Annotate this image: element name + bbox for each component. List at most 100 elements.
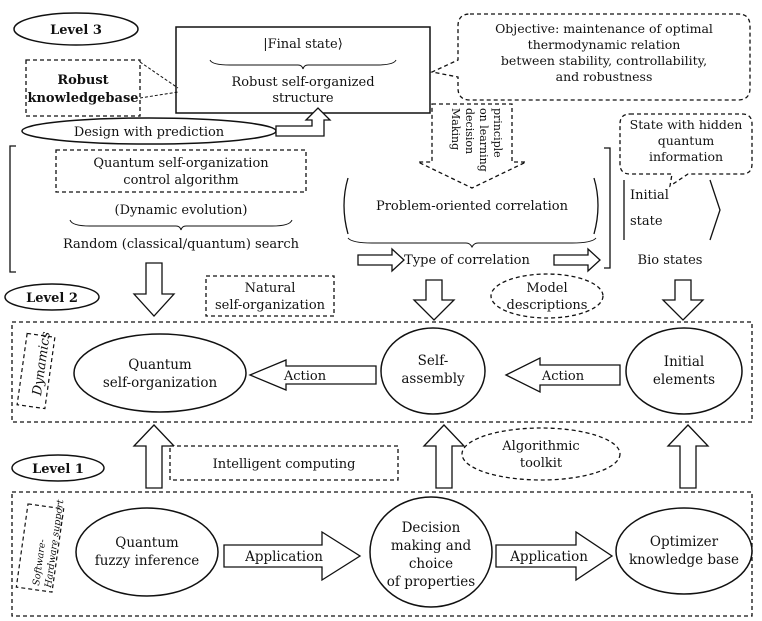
- intelligent-computing-label: Intelligent computing: [213, 457, 356, 472]
- model-line2: descriptions: [507, 298, 588, 313]
- natural-rect: [205, 275, 335, 317]
- problem-correlation-group: Problem-oriented correlation: [343, 177, 599, 249]
- algorithmic-toolkit: Algorithmic toolkit: [461, 427, 621, 481]
- dynamics-label-box: Dynamics: [16, 330, 56, 410]
- down-arrow-middle: [412, 279, 456, 321]
- natural-line1: Natural: [245, 281, 296, 296]
- model-line1: Model: [526, 281, 567, 296]
- self-assembly-ellipse: [380, 327, 486, 415]
- level1-ellipse: [11, 454, 105, 482]
- initial-elements-node: Initial elements: [625, 327, 743, 415]
- application-left-label: Application: [244, 549, 323, 565]
- model-ellipse: [490, 273, 604, 319]
- initial-line1: Initial: [630, 188, 669, 203]
- making-line4: principle: [491, 108, 504, 158]
- hidden-state-callout: State with hidden quantum information: [619, 113, 753, 188]
- application-arrow-left: [223, 530, 362, 582]
- problem-paren-left: [343, 177, 349, 235]
- making-line2: decision: [463, 108, 476, 154]
- problem-brace: [347, 237, 597, 249]
- level1-label: Level 1: [32, 462, 84, 477]
- dynamic-evolution-brace: [69, 219, 293, 231]
- final-state-brace: [209, 59, 397, 70]
- init-line2: elements: [653, 372, 715, 388]
- optimizer-ellipse: [615, 507, 753, 595]
- initial-elements-ellipse: [625, 327, 743, 415]
- initial-line2: state: [630, 214, 663, 229]
- qsca-rect: [55, 149, 307, 193]
- application-arrow-right: [495, 530, 614, 582]
- objective-line4: and robustness: [556, 69, 653, 84]
- self-line1: Self-: [418, 353, 449, 369]
- objective-shape: [429, 13, 751, 101]
- intelligent-computing-box: Intelligent computing: [169, 445, 399, 481]
- quantum-fuzzy-inference-node: Quantum fuzzy inference: [75, 507, 219, 597]
- design-up-arrow: [275, 107, 332, 137]
- design-with-prediction: Design with prediction: [21, 117, 277, 145]
- application-right-label: Application: [509, 549, 588, 565]
- action-arrow-left: [248, 359, 377, 391]
- making-decision-arrow: Making decision on learning principle: [417, 103, 527, 189]
- toolkit-ellipse: [461, 427, 621, 481]
- action-right-label: Action: [541, 369, 585, 384]
- random-search-label: Random (classical/quantum) search: [63, 237, 300, 252]
- model-descriptions: Model descriptions: [490, 273, 604, 319]
- dm-line1: Decision: [402, 520, 461, 536]
- objective-callout: Objective: maintenance of optimal thermo…: [429, 13, 751, 101]
- robust-line1: Robust: [57, 73, 108, 88]
- problem-paren-right: [593, 177, 599, 235]
- structure-line1: Robust self-organized: [231, 75, 374, 90]
- hidden-line3: information: [649, 149, 723, 164]
- type-of-correlation-label: Type of correlation: [404, 253, 530, 268]
- robust-pointer-top: [139, 61, 179, 89]
- dynamics-label-rect: [16, 332, 56, 410]
- dm-line4: of properties: [387, 574, 475, 590]
- dm-line3: choice: [409, 556, 453, 572]
- objective-line2: thermodynamic relation: [528, 37, 681, 52]
- objective-line3: between stability, controllability,: [501, 53, 707, 68]
- dynamic-evolution-label: (Dynamic evolution): [115, 203, 248, 218]
- level2-ellipse: [4, 283, 100, 311]
- up-arrow-right: [666, 424, 710, 489]
- qso-line2: self-organization: [103, 375, 218, 391]
- optimizer-knowledge-base-node: Optimizer knowledge base: [615, 507, 753, 595]
- hidden-line1: State with hidden: [630, 117, 743, 132]
- level2-label: Level 2: [26, 291, 78, 306]
- support-label-box: Software- Hardware support: [15, 499, 66, 593]
- hidden-state-shape: [619, 113, 753, 188]
- qfi-ellipse: [75, 507, 219, 597]
- objective-line1: Objective: maintenance of optimal: [495, 21, 713, 36]
- level3-badge: Level 3: [13, 12, 139, 46]
- self-assembly-node: Self- assembly: [380, 327, 486, 415]
- design-label: Design with prediction: [74, 125, 225, 140]
- final-state-rect: [175, 26, 431, 114]
- toolkit-line1: Algorithmic: [501, 439, 579, 454]
- type-arrow-left: [357, 247, 405, 273]
- robust-knowledgebase-callout: Robust knowledgebase: [25, 59, 179, 117]
- level3-ellipse: [13, 12, 139, 46]
- robust-line2: knowledgebase: [27, 91, 138, 106]
- qsca-box: Quantum self-organization control algori…: [55, 149, 307, 193]
- qso-ellipse: [73, 333, 247, 413]
- qfi-line1: Quantum: [115, 535, 179, 551]
- making-line3: on learning: [477, 108, 490, 172]
- hidden-line2: quantum: [658, 133, 715, 148]
- final-state-box: |Final state⟩ Robust self-organized stru…: [175, 26, 431, 114]
- robust-pointer-bottom: [139, 91, 179, 99]
- up-arrow-middle: [422, 424, 466, 489]
- level3-label: Level 3: [50, 23, 102, 38]
- level1-badge: Level 1: [11, 454, 105, 482]
- up-arrow-left: [132, 424, 176, 489]
- self-line2: assembly: [401, 371, 465, 387]
- natural-line2: self-organization: [215, 298, 326, 313]
- final-state-label: |Final state⟩: [263, 37, 343, 52]
- initial-state: Initial state: [623, 179, 721, 241]
- down-arrow-left: [132, 262, 176, 317]
- decision-making-node: Decision making and choice of properties: [369, 496, 493, 608]
- action-arrow-right: [504, 356, 621, 394]
- opt-line2: knowledge base: [629, 552, 739, 568]
- initial-state-ket: [709, 179, 721, 241]
- intelligent-computing-rect: [169, 445, 399, 481]
- problem-correlation-label: Problem-oriented correlation: [376, 199, 569, 214]
